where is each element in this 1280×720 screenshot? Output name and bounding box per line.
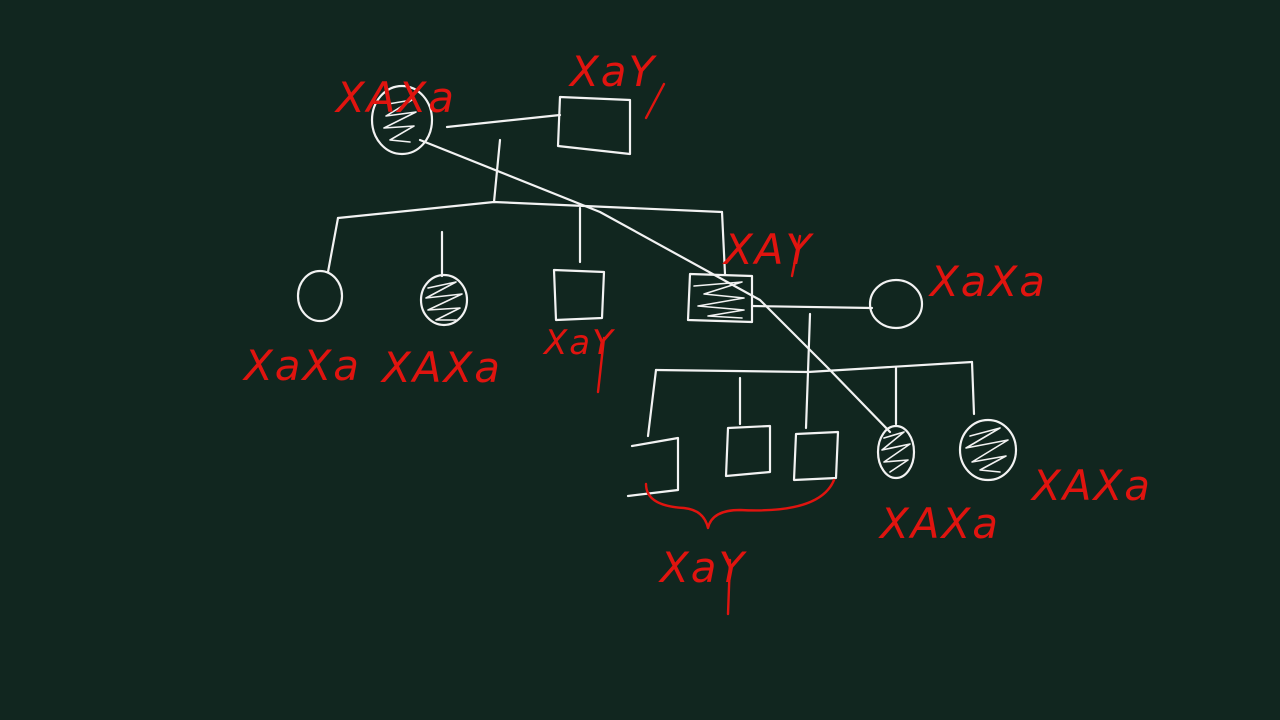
gen2-descent-line	[806, 312, 812, 374]
gen2-son2-spouse-female	[868, 278, 924, 330]
gen2-son1-genotype: XaY	[542, 323, 615, 363]
gen3-son3-male	[792, 430, 840, 482]
gen2-daughter1-female	[296, 269, 344, 323]
gen3-sons-genotype: XaY	[658, 543, 748, 592]
gen3-daughter2-affected-female	[958, 418, 1018, 482]
gen2-drop-1	[326, 216, 340, 274]
gen3-son1-male	[626, 436, 680, 498]
gen3-son2-male	[724, 424, 772, 478]
gen1-father-male	[556, 95, 632, 156]
gen2-daughter2-genotype: XAXa	[380, 343, 502, 392]
gen1-marriage-line	[445, 113, 562, 129]
gen2-sibship-line	[336, 200, 724, 220]
gen2-drop-4	[720, 210, 727, 276]
gen3-sibship-line	[654, 360, 974, 374]
gen1-mother-genotype: XAXa	[334, 73, 456, 122]
gen2-son2-affected-male	[686, 272, 754, 324]
gen2-son2-genotype: XAY	[722, 225, 815, 274]
ink-stroke-1	[644, 82, 666, 120]
ink-stroke-4	[726, 558, 732, 616]
gen2-daughter1-genotype: XaXa	[242, 341, 361, 390]
sons-brace	[644, 478, 836, 530]
gen2-spouse-genotype: XaXa	[928, 257, 1047, 306]
ink-stroke-3	[790, 234, 802, 278]
gen2-son1-male	[552, 268, 606, 322]
gen3-daughter1-genotype: XAXa	[878, 499, 1000, 548]
gen1-father-genotype: XaY	[568, 47, 658, 96]
gen3-daughter1-affected-female	[876, 424, 916, 480]
gen1-mother-affected-female	[370, 84, 434, 156]
gen3-drop-5	[970, 360, 976, 416]
gen2-marriage-line	[750, 304, 874, 310]
ink-stroke-2	[596, 336, 606, 394]
inheritance-trace-line	[418, 138, 892, 434]
gen3-daughter2-genotype: XAXa	[1030, 461, 1152, 510]
gen3-drop-3	[804, 370, 810, 430]
gen3-drop-1	[646, 368, 658, 438]
gen2-daughter2-affected-female	[419, 273, 469, 327]
